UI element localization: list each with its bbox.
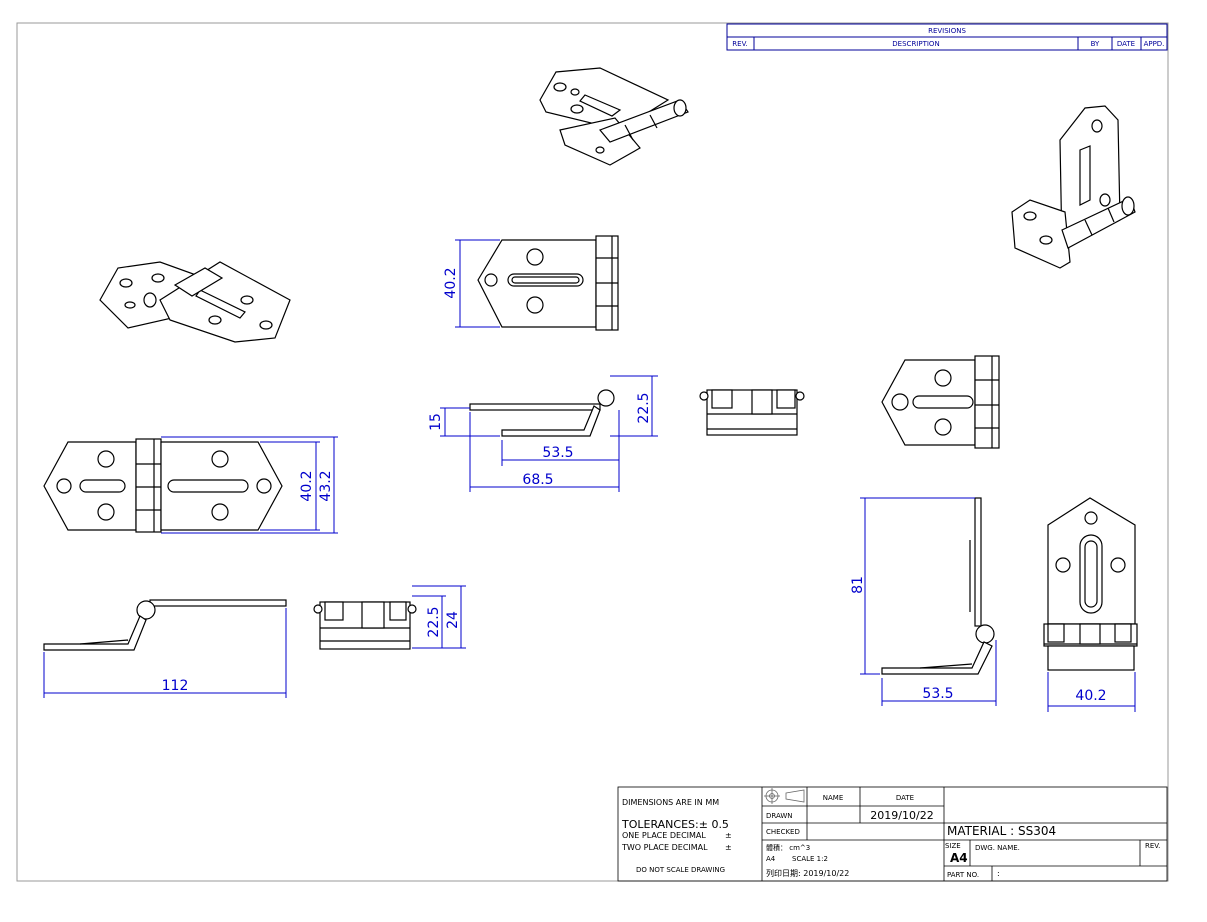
name-header: NAME — [823, 794, 844, 802]
dim-end-bottom — [412, 585, 466, 649]
date-header: DATE — [896, 794, 914, 802]
sheet-size-small: A4 — [766, 855, 776, 863]
top-view — [477, 235, 619, 331]
iso-view-top — [539, 67, 689, 166]
dim-text-right-53-5: 53.5 — [922, 686, 953, 702]
two-place-decimal: TWO PLACE DECIMAL — [621, 843, 708, 852]
volume: 體積： cm^3 — [766, 843, 810, 852]
dwg-name-label: DWG. NAME. — [975, 844, 1020, 852]
dim-text-end-22-5: 22.5 — [426, 606, 442, 637]
drawn-date: 2019/10/22 — [870, 809, 933, 822]
front-view-vertical — [1043, 497, 1138, 671]
dim-open — [161, 436, 338, 534]
dim-text-open-40-2: 40.2 — [299, 470, 315, 501]
two-place-symbol: ± — [725, 843, 732, 852]
title-block — [617, 786, 1168, 882]
tolerances: TOLERANCES:± 0.5 — [621, 818, 729, 831]
do-not-scale: DO NOT SCALE DRAWING — [636, 866, 725, 874]
date-col-header: DATE — [1117, 40, 1135, 48]
dim-side — [440, 375, 658, 492]
dim-right-side — [860, 497, 997, 706]
checked-label: CHECKED — [766, 828, 800, 836]
revisions-title: REVISIONS — [928, 27, 966, 35]
right-side-view — [881, 497, 995, 675]
rev-label: REV. — [1145, 842, 1160, 850]
one-place-decimal: ONE PLACE DECIMAL — [622, 831, 706, 840]
material: MATERIAL : SS304 — [947, 824, 1056, 838]
front-view-right — [881, 355, 1000, 449]
description-col-header: DESCRIPTION — [892, 40, 939, 48]
part-no-value: : — [997, 869, 1000, 878]
projection-symbol — [764, 788, 805, 804]
appd-col-header: APPD. — [1144, 40, 1165, 48]
dim-text-right-81: 81 — [850, 576, 866, 594]
dim-text-side-68-5: 68.5 — [522, 472, 553, 488]
revisions-table — [726, 23, 1168, 51]
dim-text-side-22-5: 22.5 — [636, 392, 652, 423]
end-view-small — [699, 389, 805, 436]
dim-open-112 — [43, 608, 287, 698]
by-col-header: BY — [1091, 40, 1100, 48]
dim-text-open-112: 112 — [162, 678, 189, 694]
scale: SCALE 1:2 — [792, 855, 828, 863]
dim-top-height — [455, 239, 500, 328]
print-date: 列印日期: 2019/10/22 — [766, 868, 849, 878]
iso-view-left — [99, 261, 291, 343]
sheet-border — [16, 22, 1169, 882]
size-value: A4 — [950, 851, 968, 865]
dim-front-vertical — [1047, 672, 1136, 712]
dim-text-side-53-5: 53.5 — [542, 445, 573, 461]
dim-text-right-40-2: 40.2 — [1075, 688, 1106, 704]
dim-text-side-15: 15 — [428, 413, 444, 431]
open-side-view — [43, 599, 287, 651]
open-flat-view — [43, 438, 283, 533]
size-label: SIZE — [945, 842, 961, 850]
dim-text-end-24: 24 — [445, 611, 461, 629]
side-view — [469, 389, 615, 437]
dim-text-open-43-2: 43.2 — [318, 470, 334, 501]
one-place-symbol: ± — [725, 831, 732, 840]
drawn-label: DRAWN — [766, 812, 793, 820]
part-no-label: PART NO. — [947, 871, 979, 879]
iso-view-right — [1011, 105, 1136, 269]
dims-note: DIMENSIONS ARE IN MM — [622, 798, 719, 807]
dim-text-top-height: 40.2 — [443, 267, 459, 298]
rev-col-header: REV. — [732, 40, 747, 48]
end-view-bottom — [313, 601, 417, 650]
